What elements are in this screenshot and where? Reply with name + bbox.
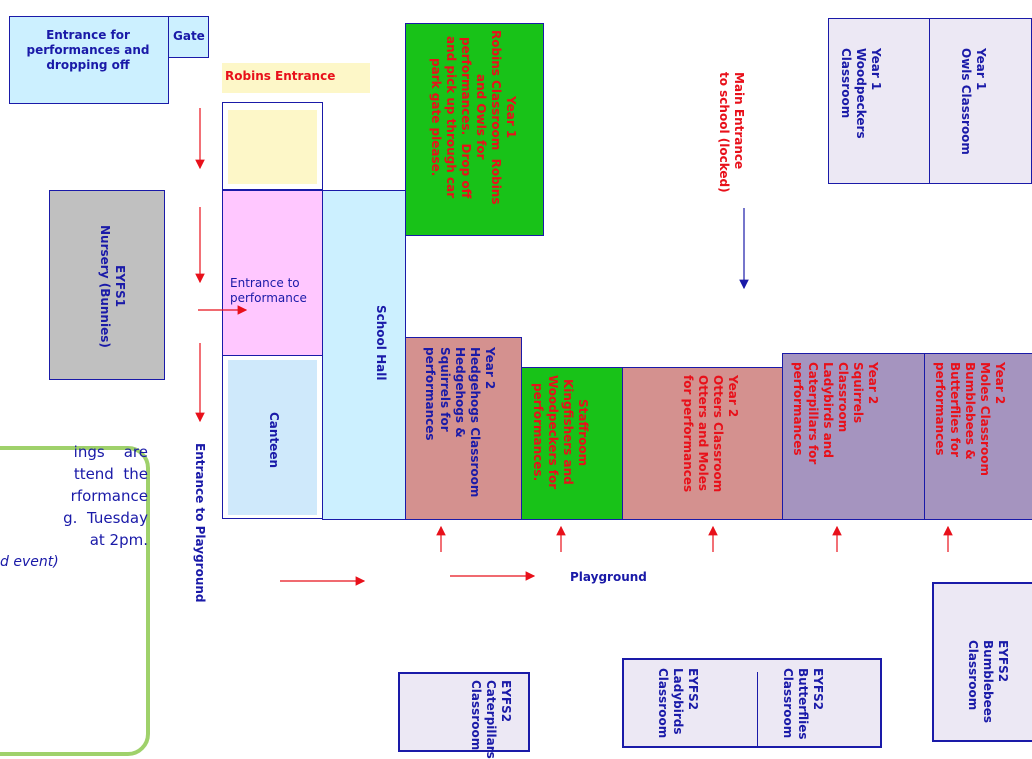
ladybirds-butterflies-divider xyxy=(757,672,758,748)
eyfs1-label: EYFS1 Nursery (Bunnies) xyxy=(98,225,127,348)
entrance-box xyxy=(9,16,169,104)
notice-italic: d event) xyxy=(0,554,59,570)
arrows-layer xyxy=(195,108,953,586)
entrance-playground-label: Entrance to Playground xyxy=(193,443,207,603)
eyfs1-nursery xyxy=(49,190,165,380)
gate-box xyxy=(168,16,209,58)
bumblebees-classroom xyxy=(932,582,1032,742)
robins-entrance-bg xyxy=(222,63,370,93)
robins-entrance-label: Robins Entrance xyxy=(225,69,336,83)
year1-robins-classroom xyxy=(405,23,544,236)
ladybirds-label: EYFS2 Ladybirds Classroom xyxy=(656,668,700,739)
canteen-inner xyxy=(228,360,317,515)
year1-robins-label: Year 1 Robins Classroom Robins and Owls … xyxy=(429,30,518,205)
hedgehogs-classroom xyxy=(405,337,522,520)
robins-annex-inner xyxy=(228,110,317,184)
notice-text: ings are ttend the rformance g. Tuesday … xyxy=(63,443,148,549)
moles-label: Year 2 Moles Classroom Bumblebees & Butt… xyxy=(933,362,1007,476)
hedgehogs-label: Year 2 Hedgehogs Classroom Hedgehogs & S… xyxy=(423,347,497,498)
ladybirds-butterflies-block xyxy=(622,658,882,748)
canteen-label: Canteen xyxy=(267,412,281,469)
moles-classroom xyxy=(924,353,1032,520)
staffroom-label: Staffroom Kingfishers and Woodpeckers fo… xyxy=(531,375,590,490)
entrance-performance-label: Entrance to performance xyxy=(230,276,307,305)
otters-label: Year 2 Otters Classroom Otters and Moles… xyxy=(681,375,740,493)
owls-label: Year 1 Owls Classroom xyxy=(959,48,988,155)
staffroom xyxy=(521,367,623,520)
squirrels-classroom xyxy=(782,353,925,520)
school-hall-label: School Hall xyxy=(374,305,388,381)
school-hall xyxy=(322,190,406,520)
playground-label: Playground xyxy=(570,570,647,584)
woodpeckers-classroom xyxy=(828,18,930,184)
woodpeckers-label: Year 1 Woodpeckers Classroom xyxy=(839,48,883,139)
notice-box xyxy=(0,446,150,756)
squirrels-label: Year 2 Squirrels Classroom Ladybirds and… xyxy=(791,362,880,465)
bumblebees-label: EYFS2 Bumblebees Classroom xyxy=(966,640,1010,724)
owls-classroom xyxy=(929,18,1032,184)
butterflies-label: EYFS2 Butterflies Classroom xyxy=(781,668,825,740)
entrance-label: Entrance for performances and dropping o… xyxy=(26,28,150,72)
otters-classroom xyxy=(622,367,783,520)
main-entrance-label: Main Entrance to school (locked) xyxy=(717,72,746,193)
gate-label: Gate xyxy=(173,29,205,43)
